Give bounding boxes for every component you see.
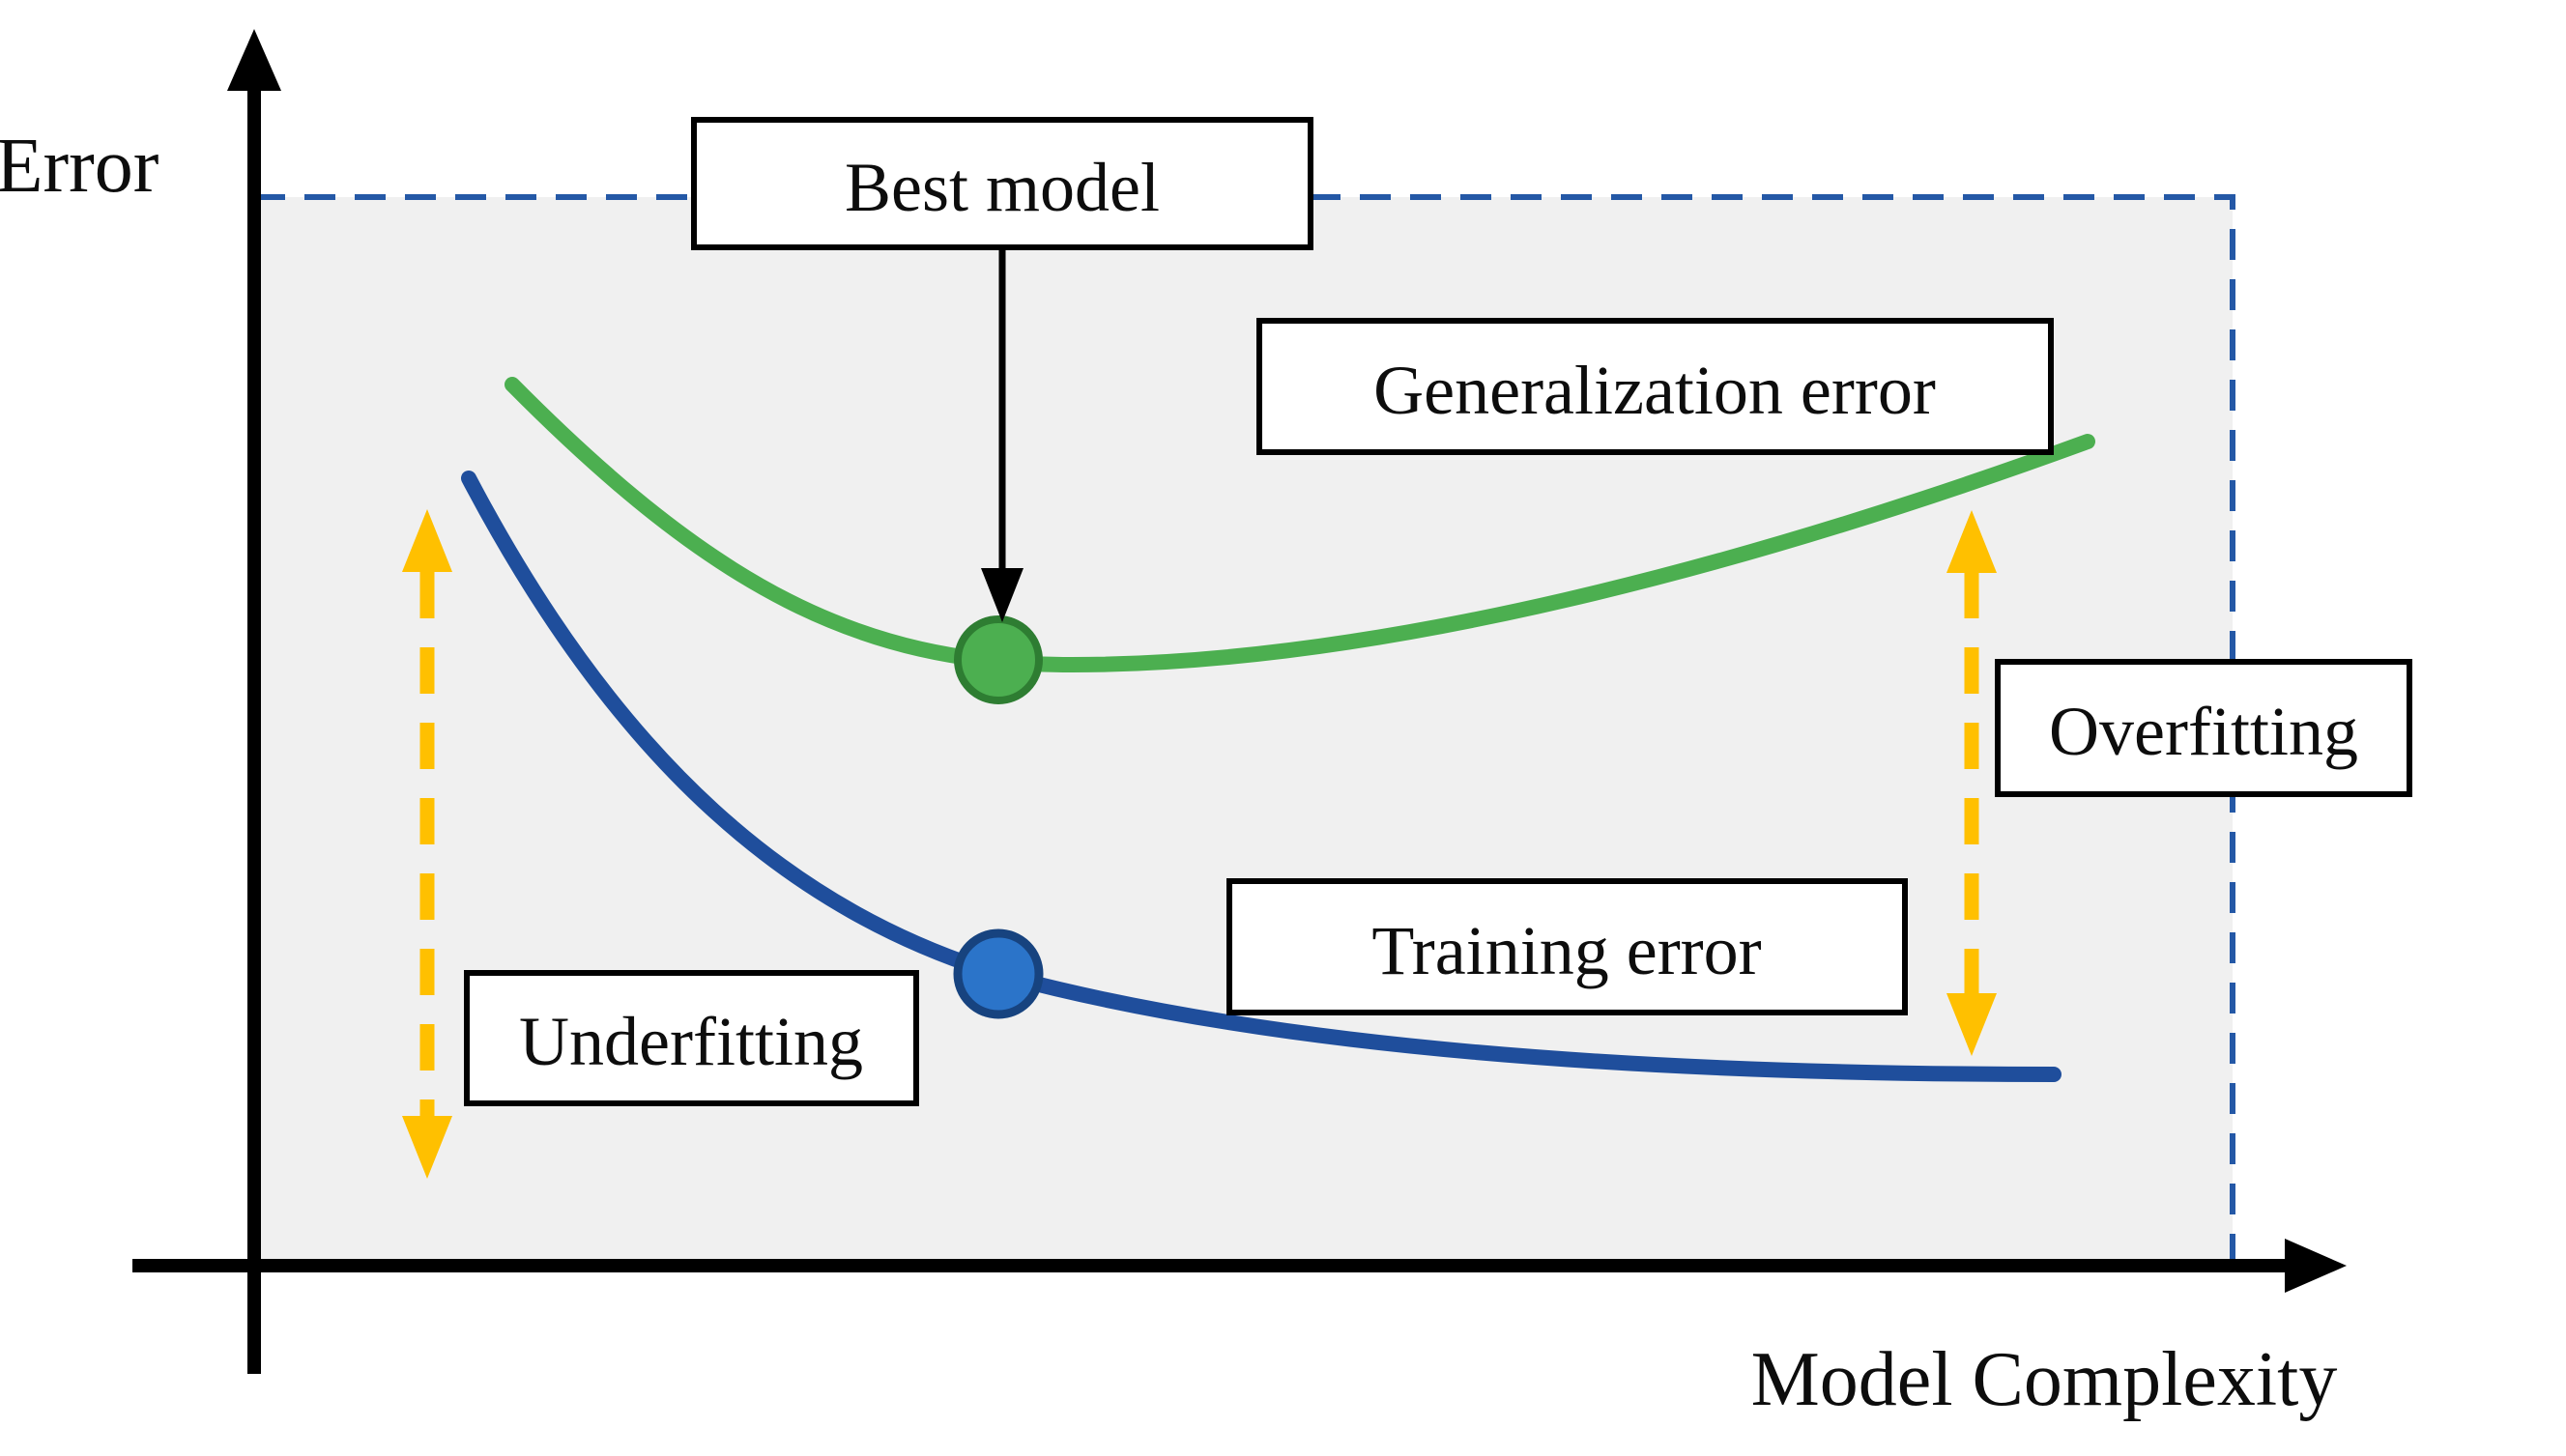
best-model-callout: Best model — [691, 117, 1313, 250]
y-axis-label: Error — [0, 124, 159, 209]
training-error-callout: Training error — [1226, 878, 1908, 1015]
generalization-error-label: Generalization error — [1373, 352, 1936, 429]
underfitting-gap-arrow — [402, 509, 452, 1179]
overfitting-gap-arrow — [1946, 510, 1997, 1056]
underfitting-label: Underfitting — [519, 1003, 863, 1080]
best-model-box — [691, 117, 1313, 250]
best-model-label: Best model — [845, 149, 1160, 226]
best-model-pointer-arrow — [981, 247, 1024, 622]
overfitting-callout: Overfitting — [1995, 659, 2412, 797]
y-axis-arrowhead-icon — [227, 29, 281, 91]
best-model-pointer-arrowhead-icon — [981, 568, 1024, 622]
underfitting-gap-down-arrowhead-icon — [402, 1116, 452, 1179]
overfitting-gap-up-arrowhead-icon — [1946, 510, 1997, 573]
training-error-point — [953, 928, 1044, 1019]
y-axis — [227, 29, 281, 1374]
generalization-error-callout: Generalization error — [1256, 318, 2054, 455]
underfitting-gap-up-arrowhead-icon — [402, 509, 452, 572]
generalization-error-box — [1256, 318, 2054, 455]
overfitting-gap-down-arrowhead-icon — [1946, 993, 1997, 1056]
underfitting-callout: Underfitting — [464, 970, 919, 1106]
training-error-box — [1226, 878, 1908, 1015]
x-axis — [132, 1239, 2347, 1293]
overfitting-box — [1995, 659, 2412, 797]
underfitting-box — [464, 970, 919, 1106]
overfitting-label: Overfitting — [2049, 693, 2358, 770]
training-error-label: Training error — [1371, 912, 1761, 989]
x-axis-label: Model Complexity — [1751, 1337, 2338, 1422]
x-axis-arrowhead-icon — [2285, 1239, 2347, 1293]
generalization-error-curve — [505, 377, 2095, 673]
best-model-point — [954, 615, 1043, 704]
